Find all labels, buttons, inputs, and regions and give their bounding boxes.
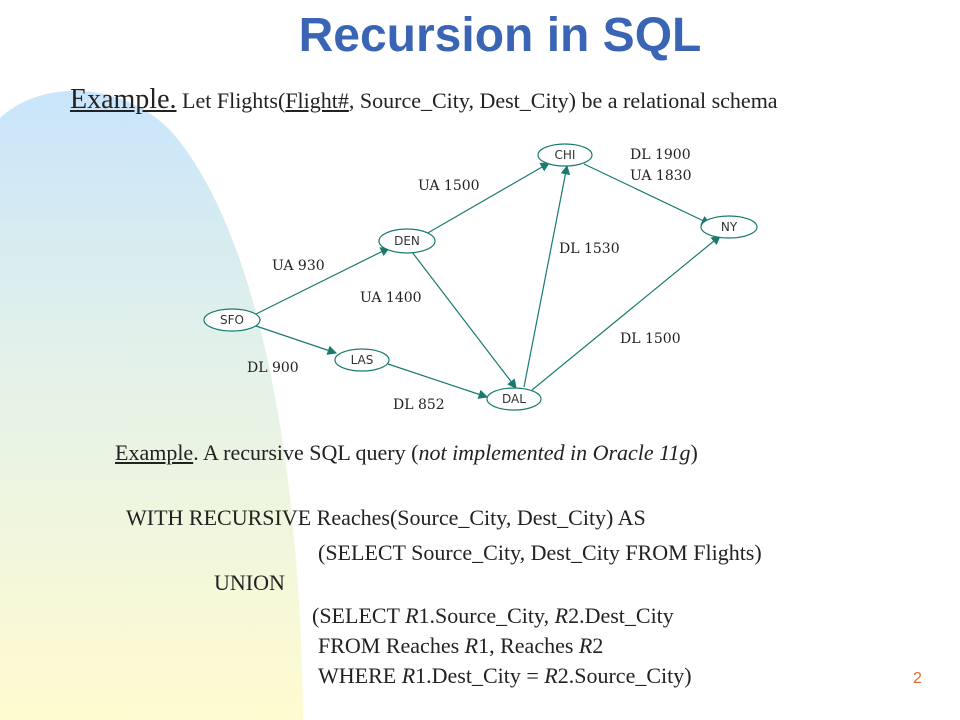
edge-las-dal	[387, 363, 489, 399]
node-chi	[537, 143, 593, 167]
sql-line-2: (SELECT Source_City, Dest_City FROM Flig…	[318, 540, 762, 565]
schema-text-before: Let Flights(	[176, 88, 286, 113]
page-number: 2	[913, 670, 922, 687]
sql-line-5-r1: R	[464, 633, 479, 658]
node-label-ny: NY	[721, 220, 738, 234]
example-label: Example.	[70, 84, 177, 115]
sql-line-6-b: 1.Dest_City =	[415, 663, 545, 688]
sql-line-1: WITH RECURSIVE Reaches(Source_City, Dest…	[126, 505, 646, 530]
node-sfo	[203, 308, 261, 332]
edge-den-chi	[425, 162, 551, 235]
example2-text-b: )	[690, 440, 698, 465]
sql-line-6-a: WHERE	[318, 663, 402, 688]
edge-dal-ny	[531, 235, 721, 391]
example2-italic: not implemented in Oracle 11g	[418, 440, 691, 465]
edge-dal-chi	[523, 164, 571, 388]
sql-line-5-r2: R	[578, 633, 593, 658]
schema-line: Example. Let Flights(Flight#, Source_Cit…	[70, 84, 778, 116]
example2-label: Example	[115, 440, 194, 465]
edge-label-den-dal: UA 1400	[360, 290, 422, 306]
schema-key-attribute: Flight#	[285, 88, 349, 113]
edge-label-chi-ny-2: UA 1830	[630, 168, 692, 184]
node-label-dal: DAL	[502, 392, 526, 406]
node-den	[378, 228, 436, 254]
sql-line-6-c: 2.Source_City)	[557, 663, 692, 688]
edge-sfo-las	[255, 325, 338, 355]
node-dal	[486, 387, 542, 411]
sql-line-6-r1: R	[401, 663, 416, 688]
sql-line-3: UNION	[214, 570, 285, 595]
sql-line-4-b: 1.Source_City,	[418, 603, 555, 628]
node-label-chi: CHI	[555, 148, 576, 162]
edge-label-sfo-den: UA 930	[272, 258, 325, 274]
sql-line-5-c: 2	[592, 633, 604, 658]
schema-text-after: , Source_City, Dest_City) be a relationa…	[348, 88, 778, 113]
sql-line-4: (SELECT R1.Source_City, R2.Dest_City	[312, 603, 674, 629]
edge-chi-ny	[583, 163, 712, 225]
sql-line-5-a: FROM Reaches	[318, 633, 465, 658]
slide-title: Recursion in SQL	[298, 9, 702, 62]
edge-label-dal-ny: DL 1500	[620, 331, 681, 347]
sql-line-4-r1: R	[405, 603, 419, 628]
sql-line-4-a: (SELECT	[312, 603, 406, 628]
sql-line-5-b: 1, Reaches	[478, 633, 579, 658]
sql-line-5: FROM Reaches R1, Reaches R2	[318, 633, 603, 659]
edge-den-dal	[411, 251, 517, 389]
edge-sfo-den	[255, 247, 391, 315]
sql-line-4-c: 2.Dest_City	[568, 603, 674, 628]
sql-line-4-r2: R	[554, 603, 569, 628]
edge-label-dal-chi: DL 1530	[559, 241, 620, 257]
sql-line-6-r2: R	[544, 663, 558, 688]
node-label-den: DEN	[394, 234, 420, 248]
example2-text-a: . A recursive SQL query (	[193, 440, 419, 465]
edge-label-las-dal: DL 852	[393, 397, 445, 413]
node-label-las: LAS	[351, 353, 374, 367]
node-label-sfo: SFO	[220, 313, 244, 327]
edge-label-den-chi: UA 1500	[418, 178, 480, 194]
edge-label-sfo-las: DL 900	[247, 360, 299, 376]
edge-label-chi-ny-1: DL 1900	[630, 147, 691, 163]
node-ny	[700, 215, 758, 239]
sql-line-6: WHERE R1.Dest_City = R2.Source_City)	[318, 663, 692, 689]
node-las	[334, 348, 390, 372]
example2-line: Example. A recursive SQL query (not impl…	[115, 440, 698, 466]
